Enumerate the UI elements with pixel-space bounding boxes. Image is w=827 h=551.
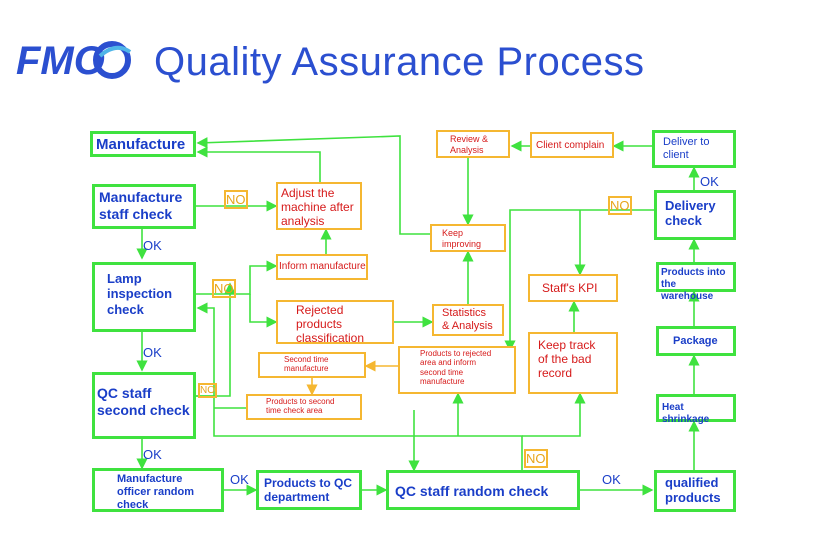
label-no-3: NO [198, 383, 217, 398]
node-products-into-warehouse: Products into the warehouse [656, 262, 736, 302]
label-no-5: NO [524, 449, 548, 468]
label-ok-1: OK [143, 238, 162, 253]
node-review-analysis: Review & Analysis [436, 130, 510, 158]
fmo-logo: FMO [16, 30, 136, 86]
label-no-1: NO [224, 190, 248, 209]
node-staffs-kpi: Staff's KPI [528, 274, 618, 302]
label-ok-3: OK [143, 447, 162, 462]
node-manufacture-officer-random-check: Manufacture officer random check [92, 468, 224, 512]
node-client-complain: Client complain [530, 132, 614, 158]
node-qc-staff-second-check: QC staff second check [92, 372, 196, 439]
orange-connectors [306, 360, 398, 396]
page-title: Quality Assurance Process [154, 40, 645, 84]
logo-text: FMO [16, 39, 105, 83]
node-qc-staff-random-check: QC staff random check [386, 470, 580, 510]
node-adjust-machine: Adjust the machine after analysis [276, 182, 362, 230]
label-no-2: NO [212, 279, 236, 298]
label-no-4: NO [608, 196, 632, 215]
node-manufacture: Manufacture [90, 131, 196, 157]
node-inform-manufacture-staff: Inform manufacture staff [276, 254, 368, 280]
node-manufacture-staff-check: Manufacture staff check [92, 184, 196, 229]
node-keep-track-bad-record: Keep track of the bad record [528, 332, 618, 394]
green-connectors [136, 135, 700, 496]
label-ok-4: OK [230, 472, 249, 487]
node-second-time-manufacture: Second time manufacture [258, 352, 366, 378]
label-ok-5: OK [602, 472, 621, 487]
label-ok-6: OK [700, 174, 719, 189]
node-products-to-second-time-check-area: Products to second time check area [246, 394, 362, 420]
node-lamp-inspection-check: Lamp inspection check [92, 262, 196, 332]
node-rejected-products-classification: Rejected products classification [276, 300, 394, 345]
node-delivery-check: Delivery check [654, 190, 736, 240]
node-heat-shrinkage: Heat shrinkage [656, 394, 736, 425]
node-products-to-qc-department: Products to QC department [256, 470, 362, 510]
node-package: Package [656, 326, 736, 356]
node-statistics-analysis: Statistics & Analysis [432, 304, 504, 336]
node-qualified-products: qualified products [654, 470, 736, 512]
node-deliver-to-client: Deliver to client [652, 130, 736, 168]
label-ok-2: OK [143, 345, 162, 360]
node-products-to-rejected-area: Products to rejected area and inform sec… [398, 346, 516, 394]
node-keep-improving: Keep improving [430, 224, 506, 252]
